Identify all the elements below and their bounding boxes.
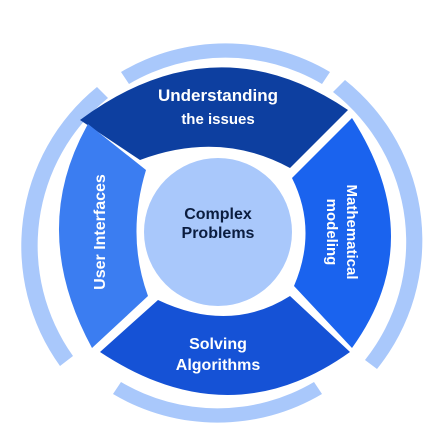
segment-user-interfaces — [58, 124, 148, 348]
segment-mathematical — [292, 118, 391, 348]
outer-ring-arc-top — [121, 43, 330, 84]
outer-ring-arc-right — [333, 80, 423, 369]
center-label-line2: Problems — [182, 225, 255, 242]
solving-label-line1: Solving — [189, 336, 247, 353]
center-label-line1: Complex — [184, 206, 252, 223]
solving-label-line2: Algorithms — [176, 357, 261, 374]
mathematical-label-line1: Mathematical — [343, 184, 360, 279]
center-circle — [144, 158, 292, 306]
understanding-label-line1: Understanding — [158, 86, 278, 105]
segment-understanding — [80, 67, 348, 168]
mathematical-label-line2: modeling — [323, 199, 340, 266]
segment-solving — [100, 296, 350, 395]
outer-ring-arc-left — [21, 87, 109, 366]
understanding-label-line2: the issues — [181, 111, 254, 128]
user-interfaces-label: User Interfaces — [92, 174, 109, 290]
outer-ring-arc-bottom — [113, 382, 322, 423]
